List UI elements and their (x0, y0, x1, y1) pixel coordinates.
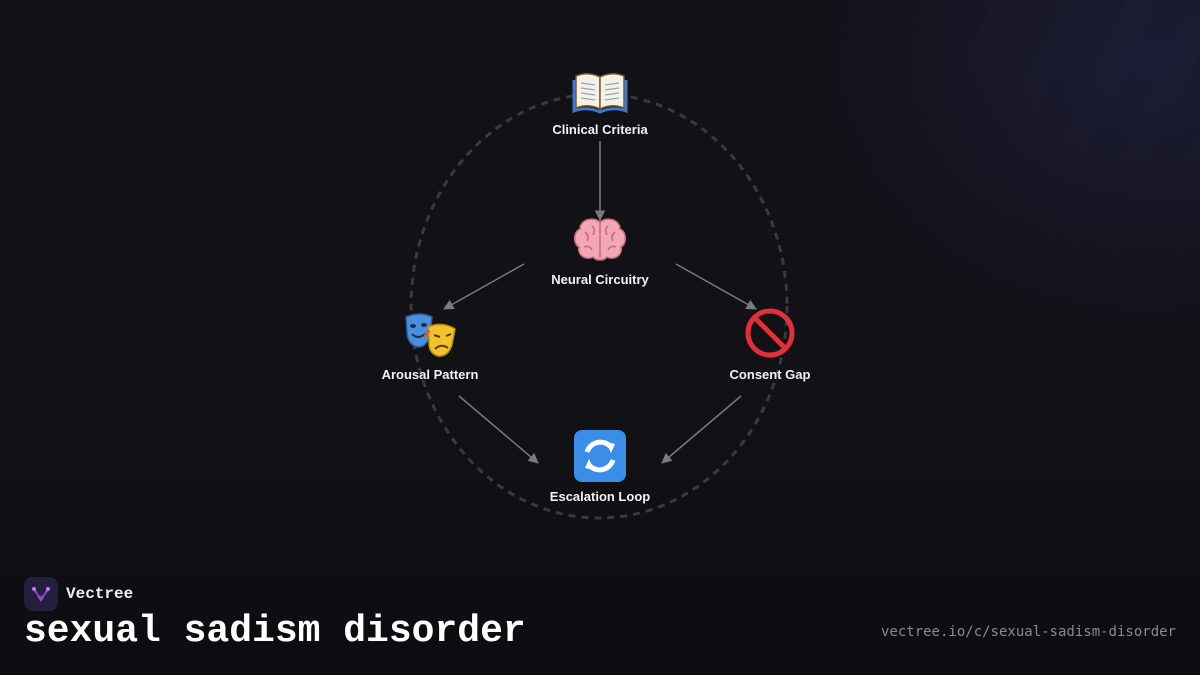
counterclockwise-arrows-icon (520, 429, 680, 485)
edge-neural-to-consent (675, 263, 757, 310)
open-book-icon (520, 62, 680, 118)
node-label: Neural Circuitry (551, 272, 649, 287)
node-escalation-loop[interactable]: Escalation Loop (520, 429, 680, 504)
brand[interactable]: Vectree (24, 577, 133, 611)
page-title: sexual sadism disorder (24, 610, 526, 653)
node-consent-gap[interactable]: Consent Gap (690, 307, 850, 382)
theater-masks-icon (350, 307, 510, 363)
prohibited-icon (690, 307, 850, 363)
node-label: Clinical Criteria (552, 122, 648, 137)
node-clinical-criteria[interactable]: Clinical Criteria (520, 62, 680, 137)
node-arousal-pattern[interactable]: Arousal Pattern (350, 307, 510, 382)
brain-icon (520, 212, 680, 268)
node-label: Escalation Loop (549, 489, 651, 504)
edge-neural-to-arousal (443, 263, 525, 310)
edge-arousal-to-escalation (458, 395, 539, 464)
vectree-logo-icon (24, 577, 58, 611)
node-label: Consent Gap (729, 367, 811, 382)
edge-consent-to-escalation (661, 395, 742, 464)
node-label: Arousal Pattern (381, 367, 479, 382)
brand-name: Vectree (66, 585, 134, 603)
page-url[interactable]: vectree.io/c/sexual-sadism-disorder (880, 624, 1176, 640)
node-neural-circuitry[interactable]: Neural Circuitry (520, 212, 680, 287)
